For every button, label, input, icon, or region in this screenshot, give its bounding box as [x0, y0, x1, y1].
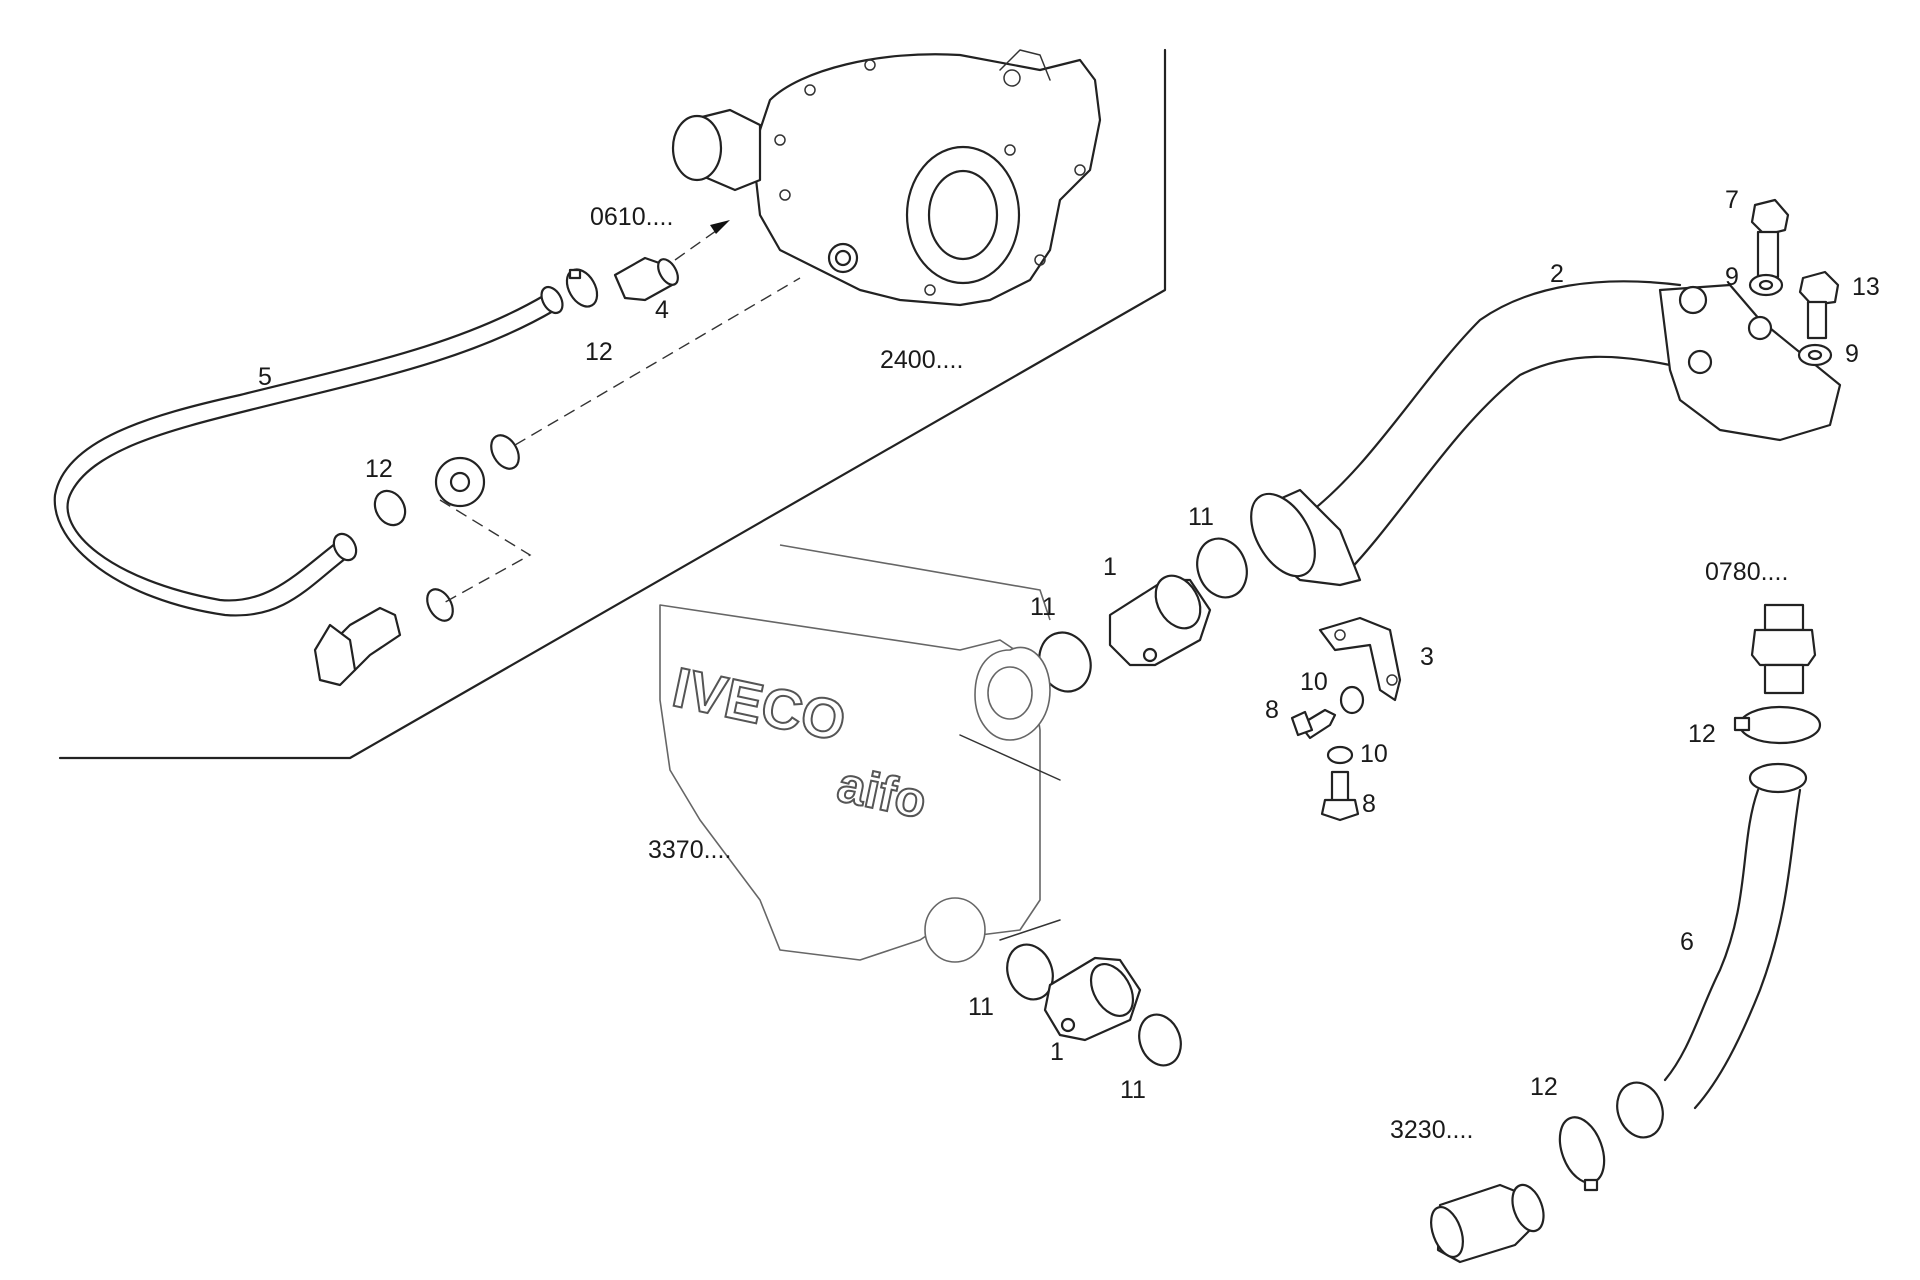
washer-10b [1326, 745, 1354, 765]
callout-0610: 0610.... [590, 203, 673, 231]
hose-6 [1616, 762, 1808, 1139]
arrow-0610 [710, 220, 730, 234]
callout-11a: 11 [1188, 503, 1214, 531]
screw-13 [1798, 270, 1840, 340]
bracket-3 [1318, 616, 1402, 702]
o-ring-11d [1138, 1013, 1182, 1067]
callout-0780: 0780.... [1705, 558, 1788, 586]
callout-12-banjo: 12 [365, 455, 393, 483]
coolant-block-housing: IVECO aifo [659, 544, 1061, 963]
callout-8b: 8 [1362, 790, 1376, 818]
clamp-12c [1733, 705, 1822, 745]
callout-10a: 10 [1300, 668, 1328, 696]
o-ring-11a [1196, 537, 1248, 599]
callout-4: 4 [655, 296, 669, 324]
callout-8a: 8 [1265, 696, 1279, 724]
screw-8a [1290, 708, 1337, 740]
callout-13: 13 [1852, 273, 1880, 301]
callout-11c: 11 [968, 993, 994, 1021]
washer-9a [1748, 273, 1784, 297]
clamp-12-upper [565, 268, 599, 308]
hose-5 [53, 285, 564, 617]
sleeve-1a [1108, 574, 1212, 667]
banjo-fitting [313, 434, 520, 687]
fitting-3230 [1430, 1183, 1545, 1264]
callout-10b: 10 [1360, 740, 1388, 768]
screw-7 [1750, 198, 1790, 279]
callout-1b: 1 [1050, 1038, 1064, 1066]
screw-8b [1320, 770, 1360, 822]
callout-2400: 2400.... [880, 346, 963, 374]
turbocharger-housing [671, 49, 1102, 307]
callout-6: 6 [1680, 928, 1694, 956]
inset-frame [58, 48, 1167, 760]
callout-12c: 12 [1688, 720, 1716, 748]
callout-9a: 9 [1725, 263, 1739, 291]
callout-1a: 1 [1103, 553, 1117, 581]
o-ring-11c [1006, 943, 1054, 1001]
callout-7: 7 [1725, 186, 1739, 214]
callout-3230: 3230.... [1390, 1116, 1473, 1144]
clamp-12d [1558, 1116, 1606, 1192]
callout-12-upper: 12 [585, 338, 613, 366]
callout-labels: 5 12 4 0610.... 2400.... 12 2 7 9 13 9 1… [258, 186, 1880, 1144]
callout-5: 5 [258, 363, 272, 391]
fitting-0780 [1750, 603, 1817, 695]
callout-11d: 11 [1120, 1076, 1146, 1104]
callout-2: 2 [1550, 260, 1564, 288]
callout-3: 3 [1420, 643, 1434, 671]
elbow-pipe-2 [1250, 280, 1842, 587]
washer-9b [1797, 343, 1833, 367]
callout-12d: 12 [1530, 1073, 1558, 1101]
sleeve-1b [1043, 956, 1142, 1042]
callout-11b: 11 [1030, 593, 1056, 621]
washer-10a [1339, 685, 1365, 715]
callout-3370: 3370.... [648, 836, 731, 864]
union-4 [613, 256, 679, 302]
callout-9b: 9 [1845, 340, 1859, 368]
